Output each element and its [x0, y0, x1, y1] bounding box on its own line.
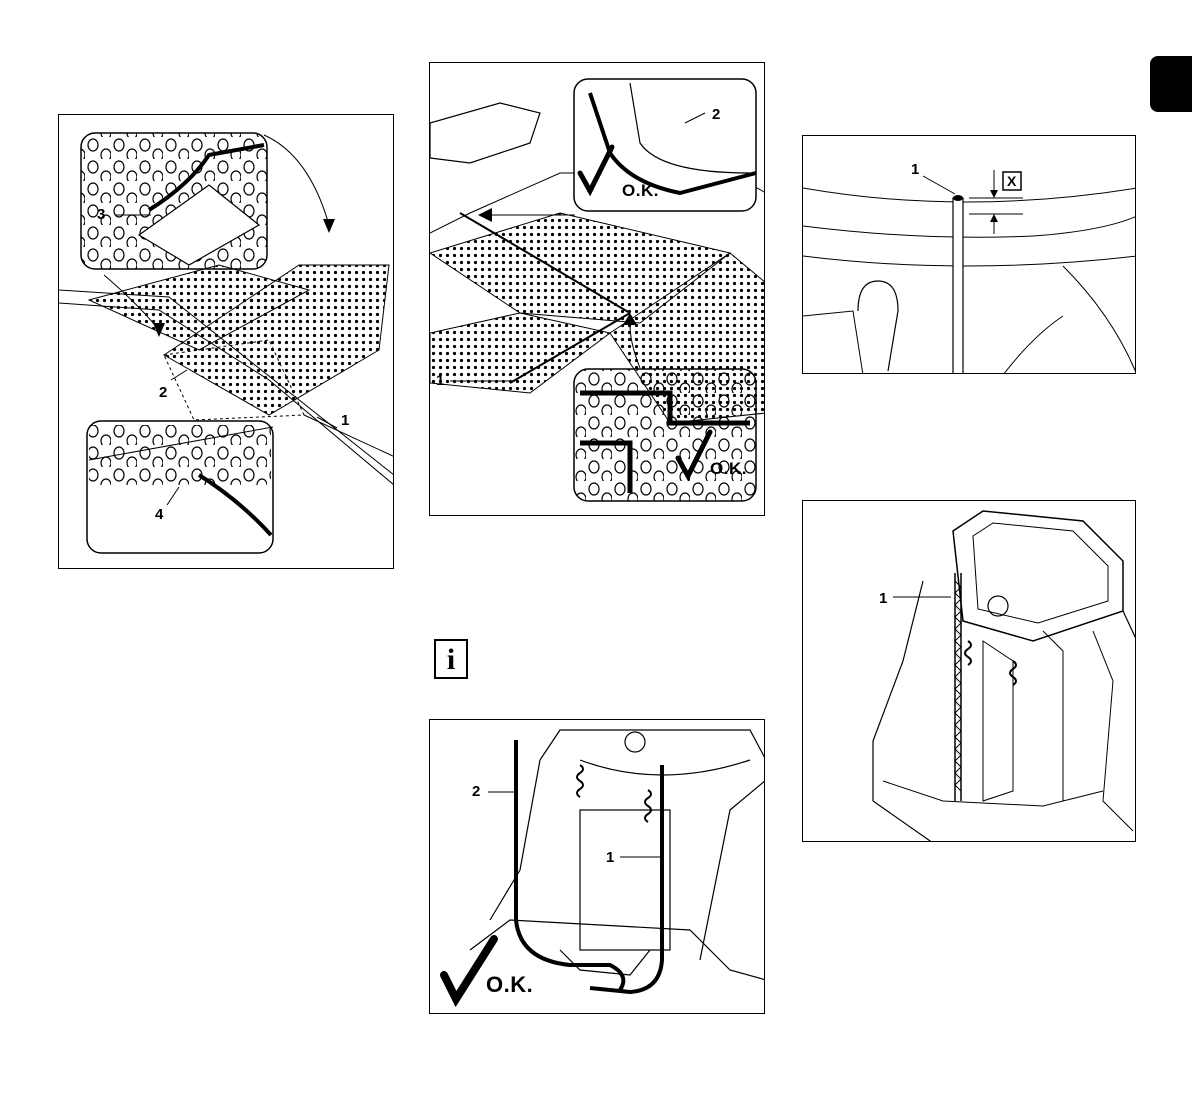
- callout-2: 2: [712, 107, 720, 122]
- section-thumb-tab: [1150, 56, 1192, 112]
- callout-1: 1: [606, 850, 614, 865]
- cable-routing-illustration: [430, 720, 765, 1014]
- callout-3: 3: [97, 207, 105, 222]
- ok-label-bottom: O.K.: [710, 459, 747, 479]
- ok-label: O.K.: [486, 972, 533, 998]
- info-icon: i: [434, 639, 468, 679]
- dimension-x-label: X: [1007, 174, 1016, 189]
- callout-1: 1: [911, 162, 919, 177]
- docking-plates-illustration: [59, 115, 394, 569]
- figure-wire-channels: 2 O.K. 1 O.K.: [429, 62, 765, 516]
- wire-channels-illustration: [430, 63, 765, 516]
- ok-label-top: O.K.: [622, 181, 659, 201]
- callout-4: 4: [155, 507, 163, 522]
- callout-2: 2: [159, 385, 167, 400]
- figure-wire-insertion: 1: [802, 500, 1136, 842]
- callout-2: 2: [472, 784, 480, 799]
- callout-1: 1: [879, 591, 887, 606]
- figure-docking-plates: 3 2 1 4: [58, 114, 394, 569]
- wire-insertion-illustration: [803, 501, 1136, 842]
- figure-wire-protrusion: 1 X: [802, 135, 1136, 374]
- figure-cable-routing-ok: 2 1 O.K.: [429, 719, 765, 1014]
- callout-1: 1: [436, 373, 444, 388]
- wire-protrusion-illustration: [803, 136, 1136, 374]
- callout-1: 1: [341, 413, 349, 428]
- info-glyph: i: [436, 643, 466, 677]
